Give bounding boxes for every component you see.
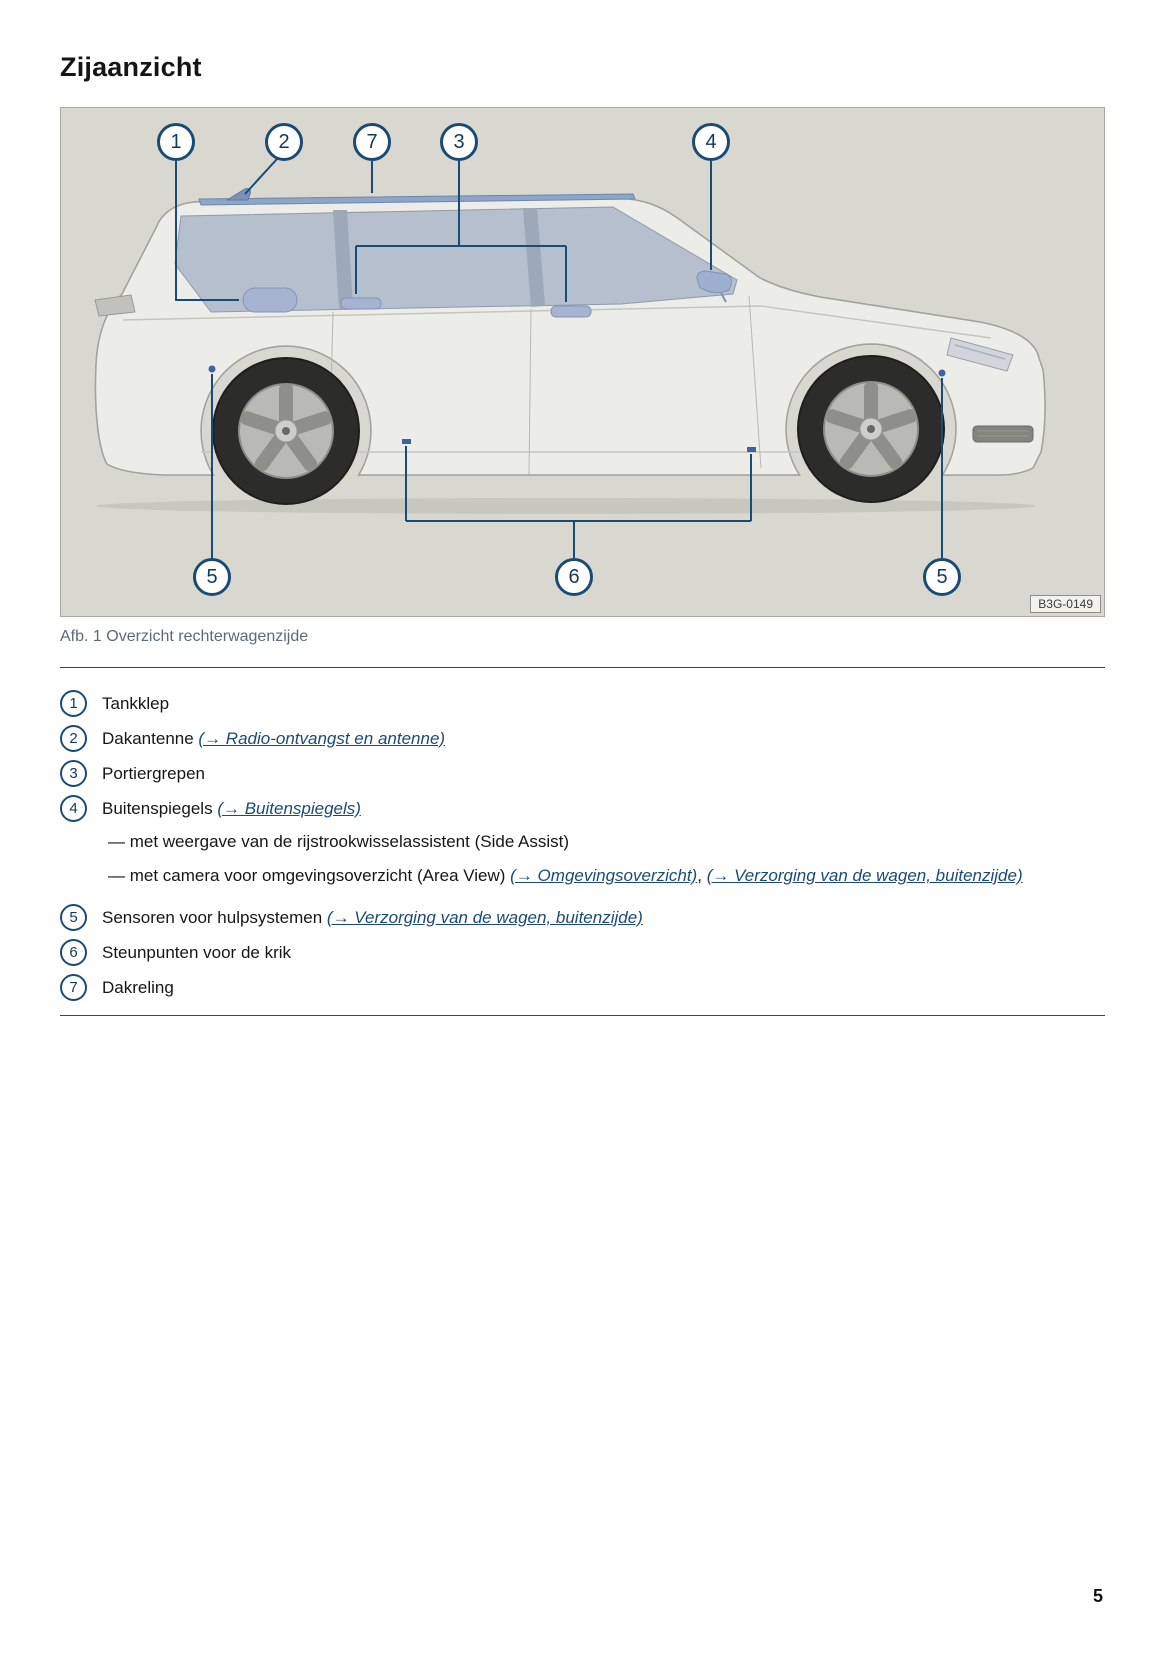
legend-number-6: 6 <box>60 939 87 966</box>
figure-caption: Afb. 1 Overzicht rechterwagenzijde <box>60 628 309 645</box>
legend-text-dakantenne: Dakantenne (→ Radio-ontvangst en antenne… <box>102 729 445 749</box>
sensor-front <box>938 369 946 377</box>
sensor-rear <box>208 365 216 373</box>
front-air-intake <box>972 425 1034 443</box>
legend-number-5: 5 <box>60 904 87 931</box>
link-radio-ontvangst-en-antenne[interactable]: (→ Radio-ontvangst en antenne) <box>198 728 446 748</box>
legend-item-portiergrepen: 3 Portiergrepen <box>60 760 1105 787</box>
legend-number-7: 7 <box>60 974 87 1001</box>
legend-subitem-side-assist: — met weergave van de rijstrookwisselass… <box>108 832 570 851</box>
link-separator: , <box>697 866 707 885</box>
divider-bottom <box>60 1015 1105 1016</box>
legend-number-2: 2 <box>60 725 87 752</box>
ground-shadow <box>96 498 1036 514</box>
divider-top <box>60 667 1105 668</box>
legend-item-buitenspiegels: 4 Buitenspiegels (→ Buitenspiegels) <box>60 795 1105 822</box>
legend-number-3: 3 <box>60 760 87 787</box>
link-verzorging-van-de-wagen-2[interactable]: (→ Verzorging van de wagen, buitenzijde) <box>326 907 643 927</box>
link-omgevingsoverzicht[interactable]: (→ Omgevingsoverzicht) <box>510 866 698 885</box>
page-number: 5 <box>1092 1586 1103 1606</box>
legend-text-steunpunten: Steunpunten voor de krik <box>102 942 292 962</box>
legend-number-4: 4 <box>60 795 87 822</box>
callout-2: 2 <box>265 123 303 161</box>
legend-list: 1 Tankklep 2 Dakantenne (→ Radio-ontvang… <box>60 690 1105 1009</box>
headlight <box>946 337 1014 372</box>
legend-text-buitenspiegels: Buitenspiegels (→ Buitenspiegels) <box>102 799 361 819</box>
legend-label: Buitenspiegels <box>102 798 218 818</box>
callout-5-left: 5 <box>193 558 231 596</box>
legend-text-portiergrepen: Portiergrepen <box>102 763 206 783</box>
intake-slats <box>977 430 1029 437</box>
headlight-line <box>954 344 1006 360</box>
legend-item-steunpunten: 6 Steunpunten voor de krik <box>60 939 1105 966</box>
legend-item-dakreling: 7 Dakreling <box>60 974 1105 1001</box>
rear-wheel <box>212 357 360 505</box>
leader-lines <box>175 158 943 558</box>
front-wheel <box>797 355 945 503</box>
vehicle-side-view-figure: 1 2 7 3 4 5 6 5 B3G-0149 <box>60 107 1105 617</box>
fuel-filler-flap <box>242 287 298 313</box>
legend-text-sensoren: Sensoren voor hulpsystemen (→ Verzorging… <box>102 908 643 928</box>
jack-point-front <box>747 447 756 452</box>
b-pillar <box>333 210 353 309</box>
link-verzorging-van-de-wagen-1[interactable]: (→ Verzorging van de wagen, buitenzijde) <box>706 866 1023 885</box>
exterior-mirror <box>696 270 732 294</box>
taillight <box>94 294 136 317</box>
page-title: Zijaanzicht <box>60 52 202 82</box>
beltline-crease <box>122 305 992 339</box>
window-band <box>174 206 738 313</box>
legend-subitem-area-view: — met camera voor omgevingsoverzicht (Ar… <box>108 864 1105 888</box>
legend-item-tankklep: 1 Tankklep <box>60 690 1105 717</box>
door-seam-2 <box>528 308 532 475</box>
door-seam-3 <box>748 295 762 469</box>
callout-5-right: 5 <box>923 558 961 596</box>
callout-7: 7 <box>353 123 391 161</box>
legend-label: Dakantenne <box>102 728 199 748</box>
callout-1: 1 <box>157 123 195 161</box>
c-pillar <box>523 208 545 307</box>
legend-label: — met camera voor omgevingsoverzicht (Ar… <box>108 866 511 885</box>
legend-text-tankklep: Tankklep <box>102 693 170 713</box>
legend-label: Sensoren voor hulpsystemen <box>102 907 327 927</box>
mirror-mount <box>720 292 727 303</box>
legend-item-dakantenne: 2 Dakantenne (→ Radio-ontvangst en anten… <box>60 725 1105 752</box>
callout-3: 3 <box>440 123 478 161</box>
door-handle-front <box>550 305 592 318</box>
callout-4: 4 <box>692 123 730 161</box>
legend-item-sensoren: 5 Sensoren voor hulpsystemen (→ Verzorgi… <box>60 904 1105 931</box>
car-side-view-illustration <box>94 158 1046 558</box>
roof-antenna <box>225 188 251 201</box>
roof-rail <box>198 193 636 206</box>
legend-text-dakreling: Dakreling <box>102 977 174 997</box>
door-handle-rear <box>340 297 382 310</box>
figure-image-code: B3G-0149 <box>1030 595 1101 613</box>
legend-number-1: 1 <box>60 690 87 717</box>
jack-point-rear <box>402 439 411 444</box>
link-buitenspiegels[interactable]: (→ Buitenspiegels) <box>217 798 361 818</box>
callout-6: 6 <box>555 558 593 596</box>
